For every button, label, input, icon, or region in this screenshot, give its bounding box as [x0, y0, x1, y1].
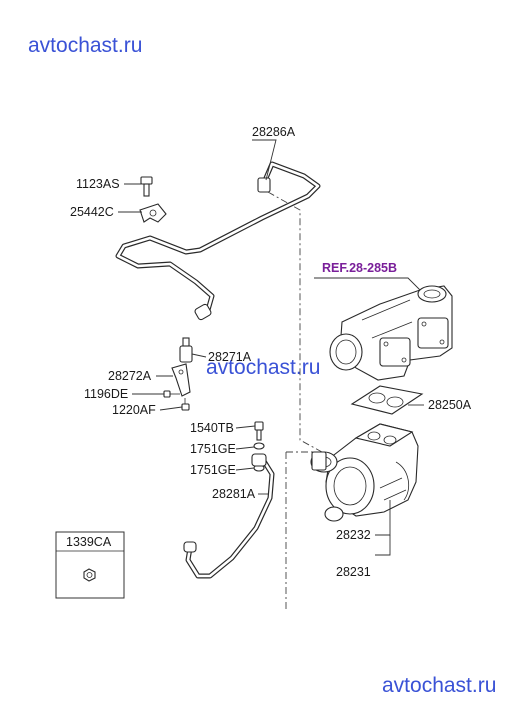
legend-box-title: 1339CA: [66, 535, 112, 549]
label-reference[interactable]: REF.28-285B: [322, 261, 397, 275]
label-28232: 28232: [336, 528, 371, 542]
label-28272a: 28272A: [108, 369, 152, 383]
upper-oil-pipe[interactable]: [115, 161, 321, 321]
label-25442c: 25442C: [70, 205, 114, 219]
label-28281a: 28281A: [212, 487, 256, 501]
watermark-bottom: avtochast.ru: [382, 674, 496, 697]
label-1751ge-lower: 1751GE: [190, 463, 236, 477]
leader-lines: [118, 139, 424, 556]
label-28286a: 28286A: [252, 125, 296, 139]
turbo-gasket-28250a[interactable]: [350, 385, 424, 415]
clamp-25442c[interactable]: [139, 203, 167, 223]
legend-box-1339ca[interactable]: 1339CA: [55, 531, 125, 599]
bracket-28272a[interactable]: [171, 363, 191, 397]
washer-1751ge-upper[interactable]: [253, 442, 265, 450]
sensor-28271a[interactable]: [179, 337, 193, 363]
banjo-bolt-1540tb[interactable]: [254, 421, 264, 441]
watermark-middle: avtochast.ru: [206, 356, 320, 379]
label-1123as: 1123AS: [76, 177, 120, 191]
assembly-guide-lines: [267, 191, 326, 612]
lower-oil-pipe[interactable]: [183, 453, 275, 579]
exhaust-manifold[interactable]: [329, 285, 453, 381]
label-1196de: 1196DE: [84, 387, 128, 401]
bolt-1220af[interactable]: [181, 398, 190, 411]
label-28250a: 28250A: [428, 398, 472, 412]
bolt-1123as[interactable]: [140, 176, 153, 197]
label-28231: 28231: [336, 565, 371, 579]
label-1751ge-upper: 1751GE: [190, 442, 236, 456]
label-28271a: 28271A: [208, 350, 252, 364]
watermark-top: avtochast.ru: [28, 34, 142, 57]
hex-nut-icon: [83, 568, 96, 582]
bolt-1196de[interactable]: [163, 390, 180, 398]
label-1220af: 1220AF: [112, 403, 156, 417]
turbocharger-28232[interactable]: [310, 423, 419, 522]
label-1540tb: 1540TB: [190, 421, 234, 435]
